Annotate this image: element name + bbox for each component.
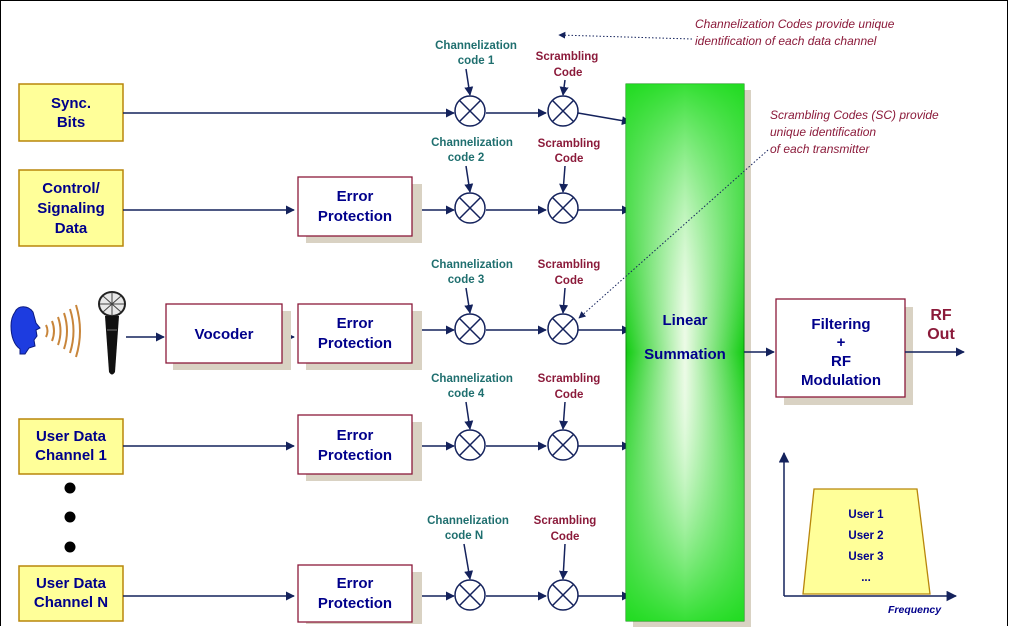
sc3-code: Code — [555, 275, 584, 287]
scrambling-note-line1: Scrambling Codes (SC) provide — [770, 108, 939, 122]
channelization-note-pointer — [558, 31, 693, 40]
ch3-code: code 3 — [448, 274, 484, 286]
ch3-label: Channelization — [431, 259, 513, 271]
ellipsis-dot-2 — [64, 511, 76, 523]
scrambling-mixer-4: Scrambling Code — [538, 373, 601, 461]
sc2-label: Scrambling — [538, 138, 601, 150]
chN-label: Channelization — [427, 515, 509, 527]
ep4-label-1: Error — [337, 427, 374, 444]
channelization-note-line1: Channelization Codes provide unique — [695, 17, 895, 31]
filter-label-4: Modulation — [801, 372, 881, 389]
ch1-label: Channelization — [435, 40, 517, 52]
ep2-label-1: Error — [337, 188, 374, 205]
sound-waves-icon — [45, 304, 81, 358]
spectrum-user-1: User 1 — [848, 509, 884, 521]
sync-label-2: Bits — [57, 114, 85, 131]
scrambling-note-line2: unique identification — [770, 125, 876, 139]
ch4-code: code 4 — [448, 388, 485, 400]
userN-label-2: Channel N — [34, 594, 108, 611]
rf-out-label-1: RF — [930, 307, 952, 324]
input-user-data-1: User Data Channel 1 — [18, 418, 124, 475]
user1-label-1: User Data — [36, 428, 107, 445]
channelization-mixer-n: Channelization code N — [427, 515, 509, 611]
sc4-code: Code — [555, 389, 584, 401]
scrambling-mixer-3: Scrambling Code — [538, 259, 601, 345]
error-protection-box-rowN: Error Protection — [297, 564, 422, 624]
input-sync-bits: Sync. Bits — [18, 83, 124, 142]
sc2-code: Code — [555, 153, 584, 165]
channelization-note-line2: identification of each data channel — [695, 34, 877, 48]
scrambling-mixer-1: Scrambling Code — [536, 51, 599, 127]
epN-label-2: Protection — [318, 595, 392, 612]
spectrum-frequency-label: Frequency — [888, 604, 942, 616]
sc3-label: Scrambling — [538, 259, 601, 271]
row1-line-c — [577, 112, 631, 126]
user1-label-2: Channel 1 — [35, 447, 107, 464]
scrambling-note-line3: of each transmitter — [770, 142, 870, 156]
ellipsis-dot-3 — [64, 541, 76, 553]
ch2-code: code 2 — [448, 152, 484, 164]
input-user-data-n: User Data Channel N — [18, 565, 124, 622]
ellipsis-dot-1 — [64, 482, 76, 494]
ep2-label-2: Protection — [318, 208, 392, 225]
control-label-1: Control/ — [42, 180, 100, 197]
scN-label: Scrambling — [534, 515, 597, 527]
control-label-3: Data — [55, 220, 88, 237]
sync-label-1: Sync. — [51, 95, 91, 112]
filter-label-3: RF — [831, 353, 851, 370]
scrambling-mixer-2: Scrambling Code — [538, 138, 601, 224]
epN-label-1: Error — [337, 575, 374, 592]
ch4-label: Channelization — [431, 373, 513, 385]
filter-label-1: Filtering — [811, 316, 870, 333]
linear-summation-block: Linear Summation — [625, 83, 751, 627]
channelization-mixer-4: Channelization code 4 — [431, 373, 513, 461]
summation-label-1: Linear — [662, 312, 707, 329]
vocoder-label: Vocoder — [195, 326, 254, 343]
ep3-label-2: Protection — [318, 335, 392, 352]
rf-out-label-2: Out — [927, 326, 955, 343]
scrambling-note-pointer — [578, 149, 769, 319]
channelization-mixer-3: Channelization code 3 — [431, 259, 513, 345]
sc1-label: Scrambling — [536, 51, 599, 63]
filtering-rf-modulation-box: Filtering + RF Modulation — [775, 298, 913, 405]
chN-code: code N — [445, 530, 483, 542]
spectrum-chart: User 1 User 2 User 3 ... Frequency — [778, 451, 958, 616]
speaker-head-icon — [10, 306, 41, 355]
ep4-label-2: Protection — [318, 447, 392, 464]
error-protection-box-row4: Error Protection — [297, 414, 422, 481]
input-control-signaling: Control/ Signaling Data — [18, 169, 124, 247]
channelization-mixer-1: Channelization code 1 — [435, 40, 517, 127]
summation-label-2: Summation — [644, 346, 726, 363]
channelization-mixer-2: Channelization code 2 — [431, 137, 513, 224]
ep3-label-1: Error — [337, 315, 374, 332]
scN-code: Code — [551, 531, 580, 543]
sc1-code: Code — [554, 67, 583, 79]
sc4-label: Scrambling — [538, 373, 601, 385]
spectrum-user-3: User 3 — [848, 551, 883, 563]
ch1-code: code 1 — [458, 55, 495, 67]
filter-label-2: + — [837, 334, 846, 351]
spectrum-user-more: ... — [861, 572, 871, 584]
error-protection-box-row3: Error Protection — [297, 303, 422, 370]
spectrum-shape — [802, 488, 931, 595]
spectrum-user-2: User 2 — [848, 530, 883, 542]
control-label-2: Signaling — [37, 200, 105, 217]
userN-label-1: User Data — [36, 575, 107, 592]
error-protection-box-row2: Error Protection — [297, 176, 422, 243]
microphone-icon — [98, 291, 126, 375]
scrambling-mixer-n: Scrambling Code — [534, 515, 597, 611]
ch2-label: Channelization — [431, 137, 513, 149]
vocoder-box: Vocoder — [165, 303, 291, 370]
